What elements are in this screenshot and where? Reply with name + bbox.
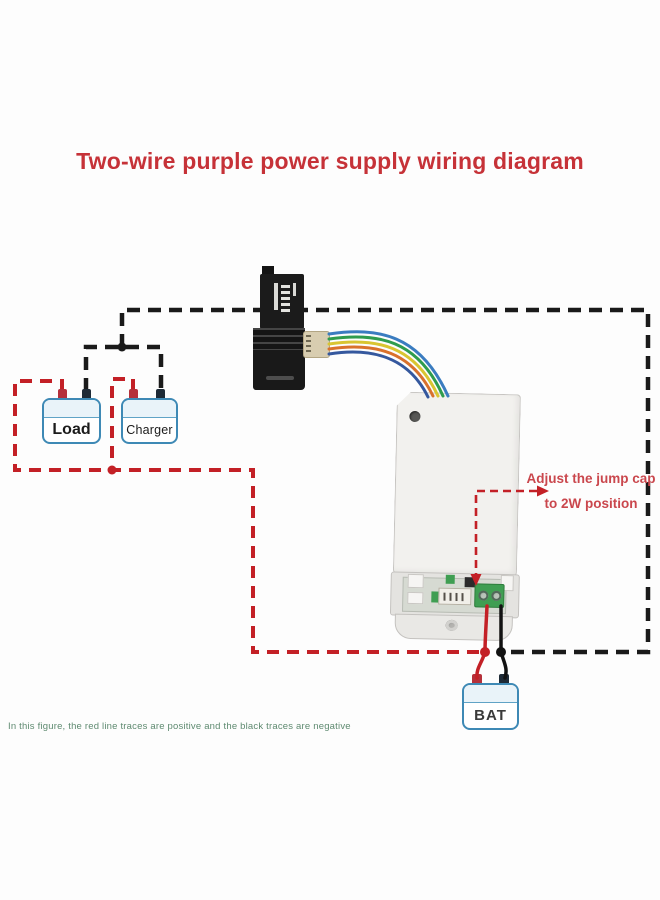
relay-label-marks — [274, 283, 278, 310]
junction-dots — [107, 342, 506, 657]
ribbon-cable — [327, 330, 450, 399]
battery-positive-wire — [475, 604, 489, 680]
relay-label-marks — [281, 285, 290, 315]
relay-base — [253, 328, 305, 390]
relay-mount-tab — [262, 266, 274, 276]
relay-ridges — [253, 328, 305, 350]
relay-cable-connector — [303, 331, 330, 358]
charger-box-top — [123, 400, 176, 418]
load-box-top — [44, 400, 99, 418]
ribbon-wire-yellow — [327, 340, 440, 398]
negative-trace-main — [119, 307, 651, 655]
relay-label-marks — [293, 283, 296, 296]
negative-junction — [117, 342, 127, 352]
battery-wires — [475, 604, 508, 680]
relay-module — [260, 274, 304, 329]
battery-negative-wire — [499, 604, 508, 680]
callout-line2: to 2W position — [544, 495, 638, 511]
callout-text: Adjust the jump cap to 2W position — [522, 467, 660, 517]
ribbon-wire-blue — [327, 330, 450, 398]
battery-positive-junction — [480, 647, 490, 657]
load-negative-terminal — [82, 389, 91, 400]
callout-dashed-line — [474, 489, 537, 574]
footnote-text: In this figure, the red line traces are … — [8, 721, 351, 732]
load-label: Load — [52, 420, 91, 438]
ribbon-wire-green — [327, 335, 445, 398]
positive-trace-main — [13, 379, 483, 654]
battery-negative-terminal — [499, 674, 509, 685]
charger-positive-terminal — [129, 389, 138, 400]
battery-box: BAT — [462, 683, 519, 730]
negative-trace-lines — [83, 307, 651, 655]
connector-pins — [306, 335, 311, 355]
ribbon-wire-orange — [327, 345, 435, 398]
callout-line1: Adjust the jump cap — [526, 471, 656, 486]
battery-box-top — [464, 685, 517, 703]
positive-junction — [107, 465, 117, 475]
callout-pointer — [470, 485, 549, 586]
callout-arrow-down — [470, 574, 482, 586]
load-box: Load — [42, 398, 101, 444]
charger-negative-terminal — [156, 389, 165, 400]
ribbon-wire-navy — [327, 350, 430, 399]
positive-trace-lines — [13, 377, 483, 654]
load-positive-terminal — [58, 389, 67, 400]
positive-trace-branch — [110, 377, 135, 470]
callout-arrow-right — [537, 485, 549, 497]
battery-label: BAT — [474, 706, 507, 724]
relay-slot — [266, 376, 294, 380]
charger-label: Charger — [126, 422, 173, 437]
negative-trace-branch — [83, 344, 164, 391]
charger-box: Charger — [121, 398, 178, 444]
battery-negative-junction — [496, 647, 506, 657]
diagram-title: Two-wire purple power supply wiring diag… — [76, 148, 584, 174]
